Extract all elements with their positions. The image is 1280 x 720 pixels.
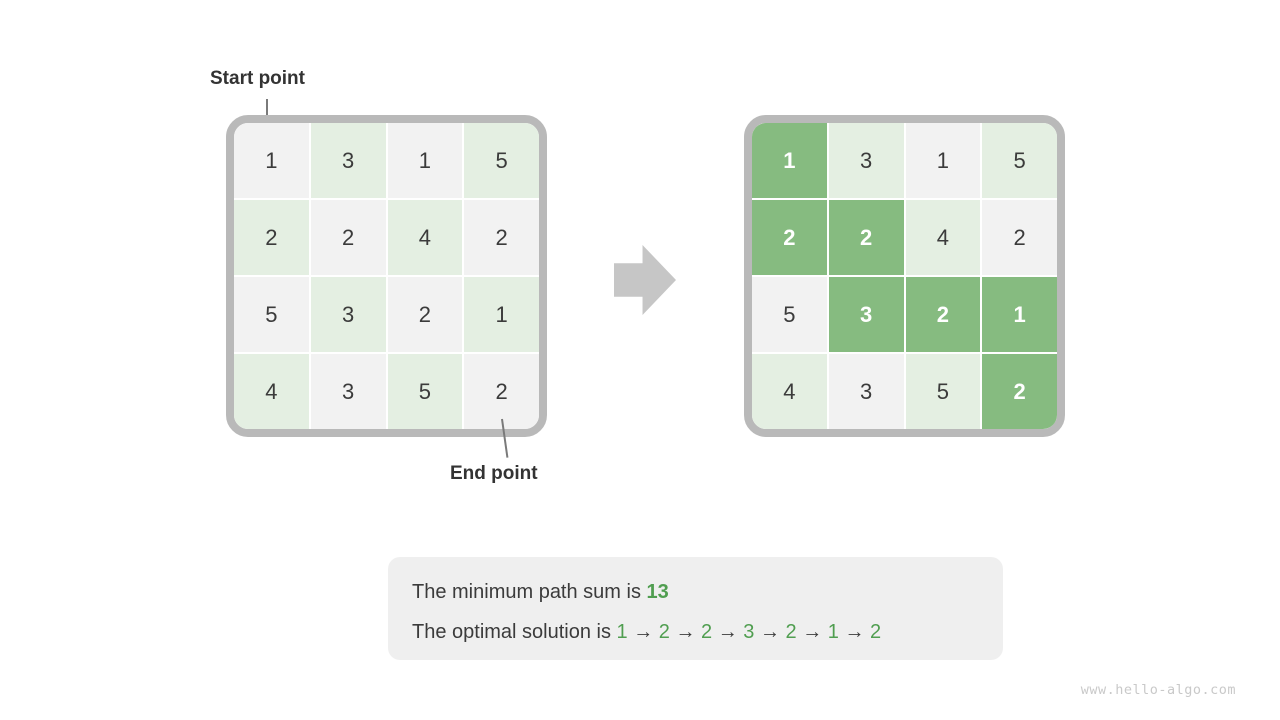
min-path-sum-line: The minimum path sum is 13	[412, 572, 979, 612]
watermark: www.hello-algo.com	[1080, 682, 1236, 698]
optimal-solution-sequence: 1 → 2 → 2 → 3 → 2 → 1 → 2	[617, 621, 882, 643]
arrow-separator: →	[669, 621, 702, 643]
path-step-value: 3	[743, 621, 755, 643]
start-point-label: Start point	[210, 68, 305, 89]
grid-cell-on-path: 1	[752, 123, 827, 198]
summary-box: The minimum path sum is 13 The optimal s…	[388, 557, 1003, 660]
grid-cell: 5	[752, 277, 827, 352]
grid-cell: 5	[982, 123, 1057, 198]
grid-cell-on-path: 1	[982, 277, 1057, 352]
grid-cell: 3	[310, 277, 386, 352]
path-step-value: 1	[616, 621, 628, 643]
grid-cell: 2	[234, 200, 309, 275]
grid-cell: 3	[828, 123, 904, 198]
grid-cell: 3	[310, 123, 386, 198]
path-step-value: 2	[701, 621, 713, 643]
grid-cell: 2	[464, 354, 539, 429]
grid-cell: 4	[387, 200, 463, 275]
arrow-separator: →	[838, 621, 871, 643]
arrow-separator: →	[754, 621, 786, 643]
right-arrow-icon	[614, 245, 676, 315]
grid-cell: 3	[310, 354, 386, 429]
grid-cell: 4	[752, 354, 827, 429]
path-step-value: 2	[785, 621, 797, 643]
grid-cell-on-path: 2	[828, 200, 904, 275]
grid-cell: 2	[982, 200, 1057, 275]
grid-cell: 3	[828, 354, 904, 429]
min-path-sum-value: 13	[646, 581, 669, 603]
min-path-sum-prefix: The minimum path sum is	[412, 581, 647, 603]
arrow-separator: →	[796, 621, 828, 643]
grid-cell: 2	[387, 277, 463, 352]
grid-cell: 5	[905, 354, 981, 429]
grid-cell: 4	[234, 354, 309, 429]
grid-cell-on-path: 2	[905, 277, 981, 352]
end-point-label: End point	[450, 463, 538, 484]
path-step-value: 2	[870, 621, 882, 643]
path-step-value: 1	[827, 621, 839, 643]
grid-cell: 2	[464, 200, 539, 275]
grid-cell-on-path: 2	[982, 354, 1057, 429]
path-step-value: 2	[658, 621, 670, 643]
grid-cell: 1	[464, 277, 539, 352]
arrow-separator: →	[712, 621, 744, 643]
optimal-solution-prefix: The optimal solution is	[412, 621, 617, 643]
grid-cell: 5	[234, 277, 309, 352]
grid-cell: 5	[387, 354, 463, 429]
grid-cell: 1	[905, 123, 981, 198]
grid-cell-on-path: 2	[752, 200, 827, 275]
grid-cell-on-path: 3	[828, 277, 904, 352]
grid-cell: 1	[234, 123, 309, 198]
optimal-solution-line: The optimal solution is 1 → 2 → 2 → 3 → …	[412, 612, 979, 652]
grid-cell: 4	[905, 200, 981, 275]
arrow-separator: →	[627, 621, 659, 643]
grid-cell: 2	[310, 200, 386, 275]
grid-cell: 5	[464, 123, 539, 198]
grid-cell: 1	[387, 123, 463, 198]
